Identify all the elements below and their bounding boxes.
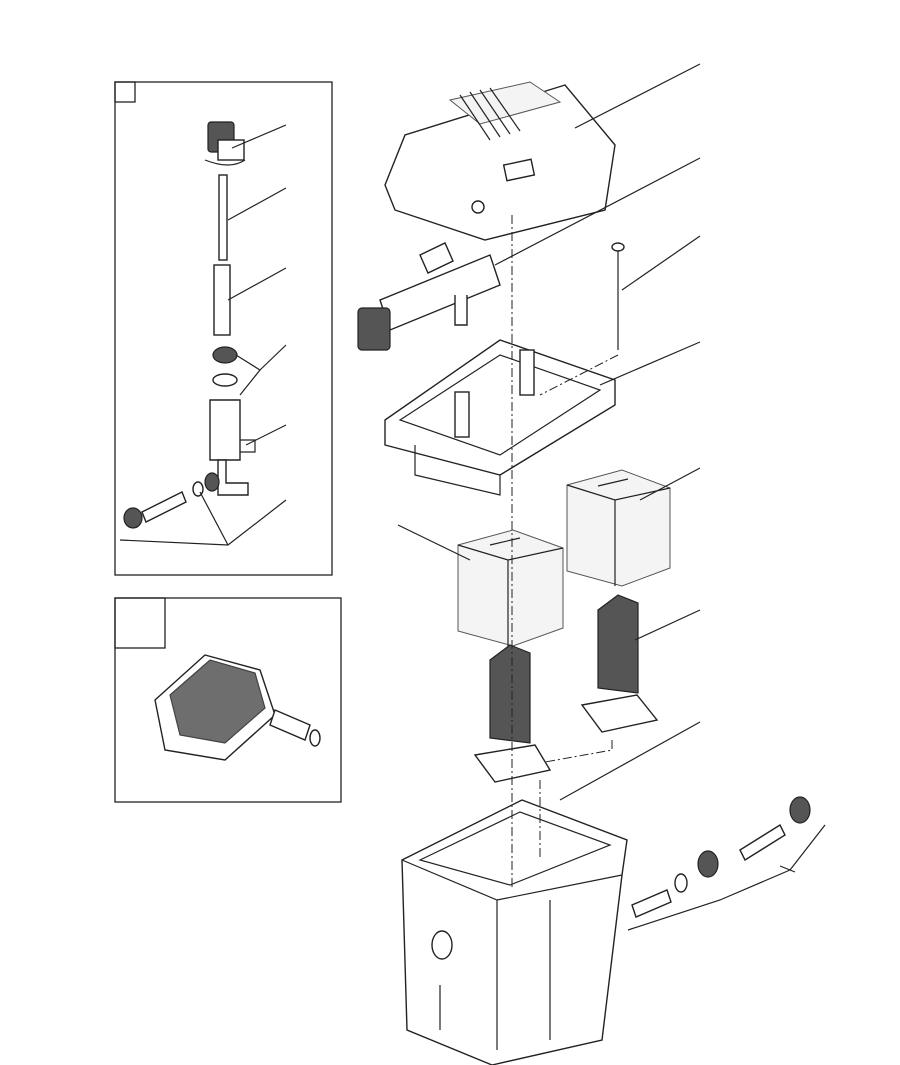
union-nut <box>212 346 238 364</box>
hose-connector-set <box>631 796 811 918</box>
inset-pump <box>114 597 342 803</box>
inset-label-box-1 <box>114 81 136 103</box>
foam-holder-1 <box>473 644 552 783</box>
uv-bulb <box>218 174 228 261</box>
lamp-housing <box>209 399 256 496</box>
o-ring <box>212 373 238 387</box>
pond-pump <box>154 654 321 761</box>
assembly-axis-lines <box>511 215 619 890</box>
callout-leader-lines <box>397 63 826 931</box>
inset-uv-lamp-assembly <box>114 81 333 576</box>
leader-lines-inset-1 <box>119 124 287 546</box>
quartz-tube <box>213 264 231 336</box>
filter-housing-box <box>401 799 628 1065</box>
uv-clarifier-unit <box>357 242 501 351</box>
filter-lid <box>384 81 616 241</box>
foam-holder-2 <box>580 594 659 733</box>
filter-foam-2 <box>566 469 671 587</box>
lamp-connector <box>204 121 246 166</box>
filter-foam-1 <box>457 529 564 647</box>
fixing-pin <box>611 242 625 350</box>
inset-label-box-2 <box>114 597 166 649</box>
filter-insert-tray <box>384 339 616 496</box>
